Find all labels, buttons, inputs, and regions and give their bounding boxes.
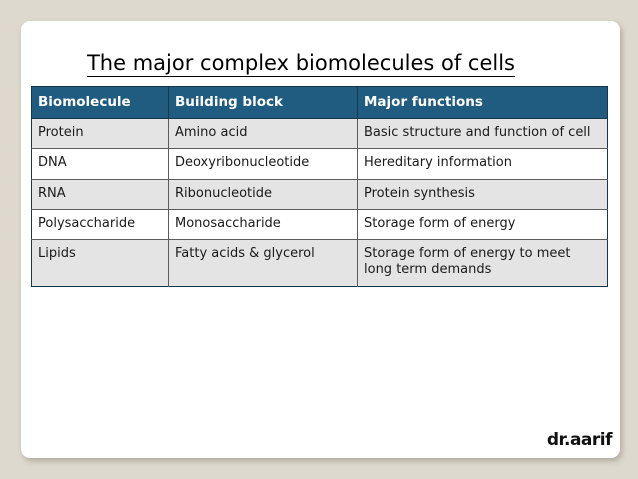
author-watermark: dr.aarif: [546, 430, 613, 450]
cell-building-block: Amino acid: [168, 118, 358, 150]
cell-major-functions: Storage form of energy to meet long term…: [357, 239, 608, 286]
biomolecules-table: Biomolecule Building block Major functio…: [31, 86, 608, 287]
table-body: Protein Amino acid Basic structure and f…: [31, 118, 608, 286]
table-row: Lipids Fatty acids & glycerol Storage fo…: [31, 239, 608, 286]
table-row: Polysaccharide Monosaccharide Storage fo…: [31, 209, 608, 241]
column-header-building-block: Building block: [168, 86, 358, 119]
page-title-text: The major complex biomolecules of cells: [86, 51, 515, 77]
cell-building-block: Deoxyribonucleotide: [168, 148, 358, 180]
cell-building-block: Ribonucleotide: [168, 179, 358, 210]
table-header: Biomolecule Building block Major functio…: [31, 86, 608, 119]
column-header-major-functions: Major functions: [357, 86, 608, 119]
column-header-biomolecule: Biomolecule: [31, 86, 169, 119]
cell-major-functions: Basic structure and function of cell: [357, 118, 608, 150]
slide-card: The major complex biomolecules of cells …: [21, 21, 620, 458]
cell-major-functions: Storage form of energy: [357, 209, 608, 241]
page-title: The major complex biomolecules of cells: [21, 51, 581, 77]
table-row: Protein Amino acid Basic structure and f…: [31, 118, 608, 150]
cell-biomolecule: DNA: [31, 148, 169, 180]
cell-major-functions: Protein synthesis: [357, 179, 608, 210]
cell-biomolecule: Lipids: [31, 239, 169, 286]
cell-building-block: Fatty acids & glycerol: [168, 239, 358, 286]
cell-biomolecule: Polysaccharide: [31, 209, 169, 241]
table-row: DNA Deoxyribonucleotide Hereditary infor…: [31, 148, 608, 180]
table-row: RNA Ribonucleotide Protein synthesis: [31, 179, 608, 210]
cell-biomolecule: RNA: [31, 179, 169, 210]
table-header-row: Biomolecule Building block Major functio…: [31, 86, 608, 119]
cell-major-functions: Hereditary information: [357, 148, 608, 180]
cell-building-block: Monosaccharide: [168, 209, 358, 241]
cell-biomolecule: Protein: [31, 118, 169, 150]
